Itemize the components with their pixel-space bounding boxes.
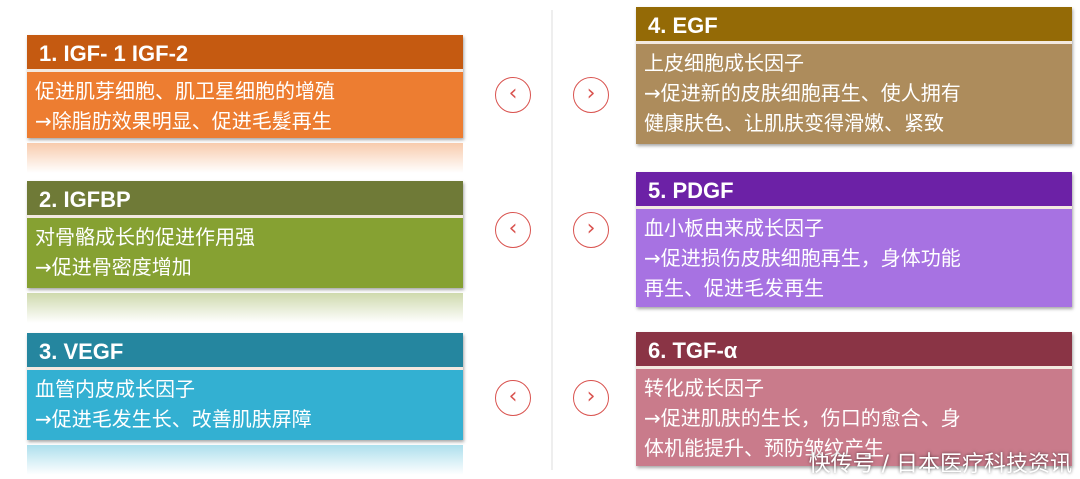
card-line: →促进肌肤的生长，伤口的愈合、身 xyxy=(644,406,961,430)
card-body: 促进肌芽细胞、肌卫星细胞的增殖 →除脂肪效果明显、促进毛髮再生 xyxy=(27,72,463,138)
chevron-right-circle-icon[interactable]: › xyxy=(573,380,609,416)
card-line: →除脂肪效果明显、促进毛髮再生 xyxy=(35,109,332,133)
card-body: 转化成长因子 →促进肌肤的生长，伤口的愈合、身体机能提升、预防皱纹产生 xyxy=(636,369,1072,466)
chevron-right-circle-icon[interactable]: › xyxy=(573,212,609,248)
card-line: 转化成长因子 xyxy=(644,376,764,400)
watermark: 快传号 / 日本医疗科技资讯 xyxy=(808,452,1072,477)
chevron-left-circle-icon[interactable]: ‹ xyxy=(495,380,531,416)
card-vegf: 3. VEGF 血管内皮成长因子 →促进毛发生长、改善肌肤屏障 xyxy=(27,333,463,440)
chevron-right-circle-icon[interactable]: › xyxy=(573,77,609,113)
card-pdgf: 5. PDGF 血小板由来成长因子 →促进损伤皮肤细胞再生，身体功能再生、促进毛发再… xyxy=(636,172,1072,307)
card-reflection xyxy=(27,293,463,323)
card-line: 再生、促进毛发再生 xyxy=(644,276,824,300)
card-title: 2. IGFBP xyxy=(27,181,463,218)
chevron-left-circle-icon[interactable]: ‹ xyxy=(495,77,531,113)
card-title: 5. PDGF xyxy=(636,172,1072,209)
card-body: 血小板由来成长因子 →促进损伤皮肤细胞再生，身体功能再生、促进毛发再生 xyxy=(636,209,1072,307)
card-tgf: 6. TGF-α 转化成长因子 →促进肌肤的生长，伤口的愈合、身体机能提升、预防皱纹… xyxy=(636,332,1072,466)
card-line: 健康肤色、让肌肤变得滑嫩、紧致 xyxy=(644,111,944,135)
card-body: 对骨骼成长的促进作用强 →促进骨密度增加 xyxy=(27,218,463,288)
card-line: →促进毛发生长、改善肌肤屏障 xyxy=(35,407,312,431)
card-line: 上皮细胞成长因子 xyxy=(644,51,804,75)
card-line: 对骨骼成长的促进作用强 xyxy=(35,225,255,249)
card-line: 血小板由来成长因子 xyxy=(644,216,824,240)
card-line: 体机能提升、预防皱纹产生 xyxy=(644,436,884,460)
card-title: 1. IGF- 1 IGF-2 xyxy=(27,35,463,72)
card-body: 上皮细胞成长因子 →促进新的皮肤细胞再生、使人拥有健康肤色、让肌肤变得滑嫩、紧致 xyxy=(636,44,1072,144)
card-title: 3. VEGF xyxy=(27,333,463,370)
card-body: 血管内皮成长因子 →促进毛发生长、改善肌肤屏障 xyxy=(27,370,463,440)
card-title: 4. EGF xyxy=(636,7,1072,44)
card-title: 6. TGF-α xyxy=(636,332,1072,369)
card-reflection xyxy=(27,143,463,173)
card-egf: 4. EGF 上皮细胞成长因子 →促进新的皮肤细胞再生、使人拥有健康肤色、让肌肤变得… xyxy=(636,7,1072,144)
card-line: 血管内皮成长因子 xyxy=(35,377,195,401)
card-line: →促进损伤皮肤细胞再生，身体功能 xyxy=(644,246,961,270)
divider xyxy=(551,10,553,470)
chevron-left-circle-icon[interactable]: ‹ xyxy=(495,212,531,248)
card-line: 促进肌芽细胞、肌卫星细胞的增殖 xyxy=(35,79,335,103)
card-line: →促进新的皮肤细胞再生、使人拥有 xyxy=(644,81,961,105)
card-igfbp: 2. IGFBP 对骨骼成长的促进作用强 →促进骨密度增加 xyxy=(27,181,463,288)
card-igf: 1. IGF- 1 IGF-2 促进肌芽细胞、肌卫星细胞的增殖 →除脂肪效果明显、促… xyxy=(27,35,463,138)
card-line: →促进骨密度增加 xyxy=(35,255,192,279)
card-reflection xyxy=(27,445,463,475)
